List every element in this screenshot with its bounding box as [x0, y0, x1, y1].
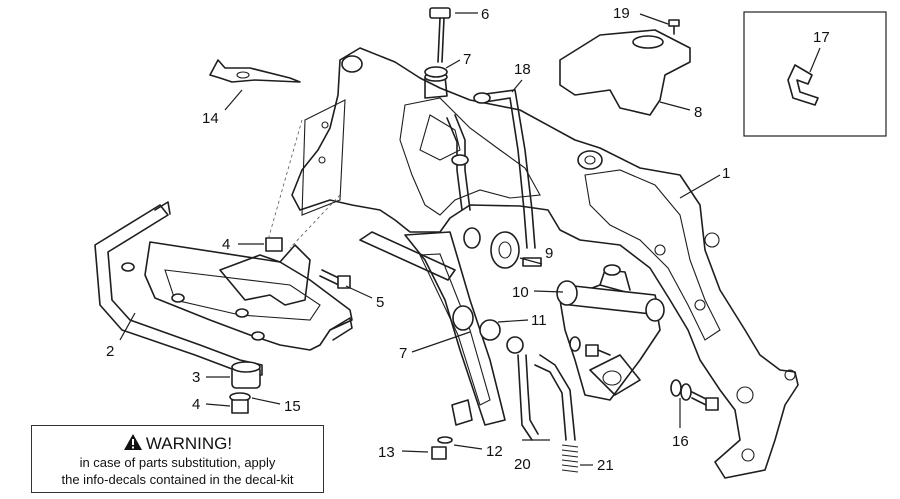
warning-line-1: in case of parts substitution, apply [79, 455, 276, 470]
callouts: 6 7 18 19 17 8 1 14 4 5 2 9 10 11 7 3 4 … [106, 5, 830, 474]
callout-21: 21 [597, 457, 614, 474]
callout-14: 14 [202, 110, 219, 127]
pivot-assembly [556, 264, 665, 401]
callout-16: 16 [672, 433, 689, 450]
callout-13: 13 [378, 444, 395, 461]
warning-title: WARNING! [145, 434, 233, 453]
callout-2: 2 [106, 343, 114, 360]
warning-notice: WARNING! in case of parts substitution, … [31, 425, 324, 493]
callout-1: 1 [722, 165, 730, 182]
callout-4-upper: 4 [222, 236, 230, 253]
callout-7-lower: 7 [399, 345, 407, 362]
callout-10: 10 [512, 284, 529, 301]
warning-line-2: the info-decals contained in the decal-k… [61, 472, 294, 487]
callout-11: 11 [531, 312, 547, 329]
front-bracket [94, 201, 353, 376]
callout-6: 6 [481, 6, 489, 23]
warning-triangle-icon [123, 434, 142, 450]
frame-main [291, 47, 799, 479]
leader-lines [119, 12, 821, 466]
inset-box-17 [743, 11, 887, 137]
callout-9: 9 [545, 245, 553, 262]
callout-19: 19 [613, 5, 630, 22]
clip-17 [787, 64, 819, 106]
callout-15: 15 [284, 398, 301, 415]
callout-20: 20 [514, 456, 531, 473]
callout-3: 3 [192, 369, 200, 386]
callout-7-top: 7 [463, 51, 471, 68]
warning-title-row: WARNING! [32, 433, 323, 454]
spring [561, 444, 579, 473]
callout-18: 18 [514, 61, 531, 78]
callout-4-lower: 4 [192, 396, 200, 413]
callout-12: 12 [486, 443, 503, 460]
callout-5: 5 [376, 294, 384, 311]
callout-8: 8 [694, 104, 702, 121]
callout-17: 17 [813, 29, 830, 46]
small-parts [209, 7, 719, 473]
